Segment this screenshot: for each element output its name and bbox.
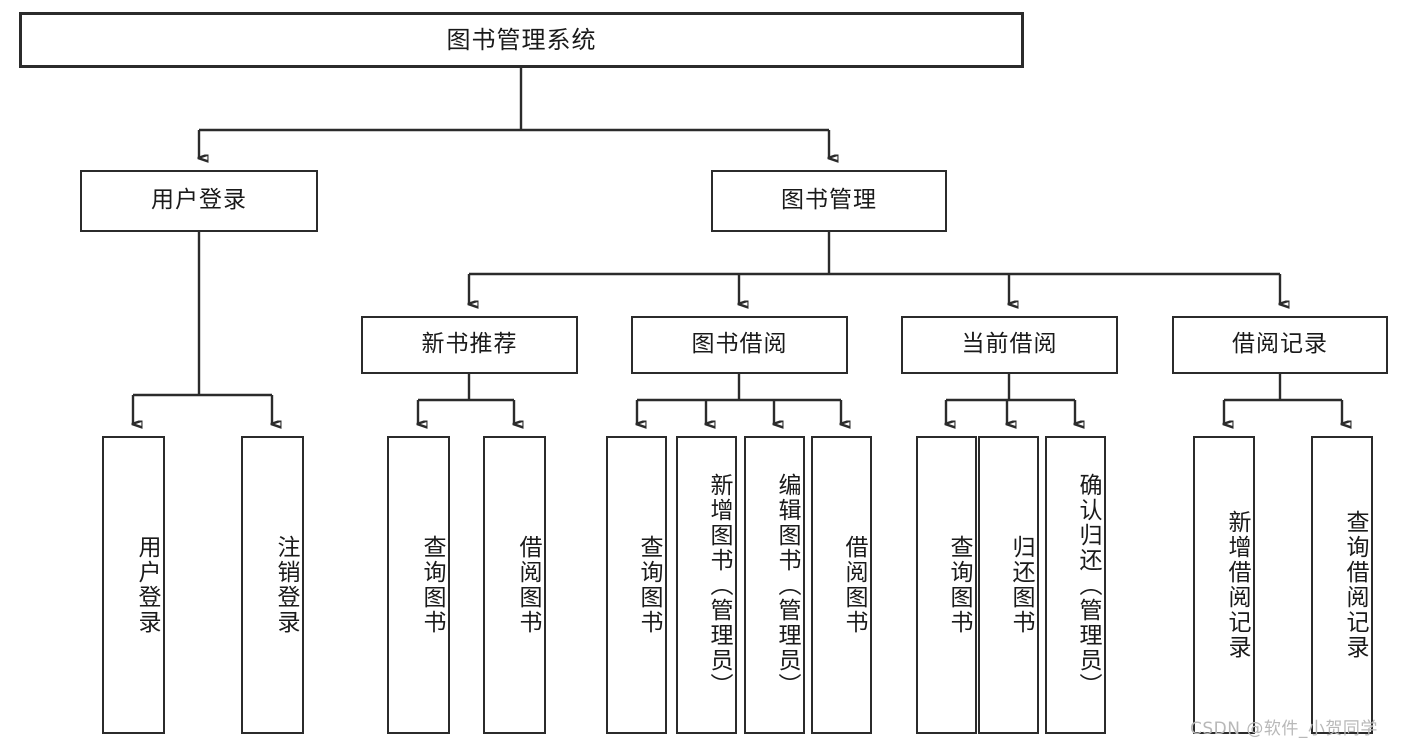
leaf-record-add-borrow-record[interactable]: 新增借阅记录: [1193, 436, 1255, 734]
node-label: 新增借阅记录: [1224, 510, 1250, 660]
leaf-new-book-borrow[interactable]: 借阅图书: [483, 436, 546, 734]
node-label: 查询图书: [946, 535, 972, 635]
leaf-current-return-book[interactable]: 归还图书: [978, 436, 1039, 734]
leaf-borrow-borrow-book[interactable]: 借阅图书: [811, 436, 872, 734]
node-label: 注销登录: [273, 535, 299, 635]
node-label: 用户登录: [134, 535, 160, 635]
watermark-text: CSDN @软件_小贺同学: [1190, 719, 1378, 739]
node-label: 图书管理系统: [446, 25, 597, 54]
leaf-new-book-query[interactable]: 查询图书: [387, 436, 450, 734]
node-label: 新书推荐: [421, 331, 518, 358]
node-label: 图书管理: [781, 187, 877, 214]
node-label: 新增图书（管理员）: [706, 472, 732, 698]
node-root-system[interactable]: 图书管理系统: [19, 12, 1024, 68]
leaf-borrow-query-book[interactable]: 查询图书: [606, 436, 667, 734]
node-label: 确认归还（管理员）: [1075, 472, 1101, 698]
node-label: 借阅记录: [1232, 331, 1328, 358]
node-label: 查询借阅记录: [1342, 510, 1368, 660]
leaf-current-confirm-return-admin[interactable]: 确认归还（管理员）: [1045, 436, 1106, 734]
node-book-management[interactable]: 图书管理: [711, 170, 947, 232]
leaf-current-query-book[interactable]: 查询图书: [916, 436, 977, 734]
node-book-borrow[interactable]: 图书借阅: [631, 316, 848, 374]
node-label: 编辑图书（管理员）: [774, 472, 800, 698]
node-label: 图书借阅: [691, 331, 788, 358]
node-label: 查询图书: [419, 535, 445, 635]
leaf-record-query-borrow-record[interactable]: 查询借阅记录: [1311, 436, 1373, 734]
leaf-borrow-add-book-admin[interactable]: 新增图书（管理员）: [676, 436, 737, 734]
leaf-user-logout[interactable]: 注销登录: [241, 436, 304, 734]
node-label: 查询图书: [636, 535, 662, 635]
node-label: 当前借阅: [961, 331, 1058, 358]
node-label: 借阅图书: [515, 535, 541, 635]
node-label: 用户登录: [151, 187, 247, 214]
node-label: 归还图书: [1008, 535, 1034, 635]
node-new-book-recommend[interactable]: 新书推荐: [361, 316, 578, 374]
node-current-borrow[interactable]: 当前借阅: [901, 316, 1118, 374]
leaf-user-login[interactable]: 用户登录: [102, 436, 165, 734]
node-user-login[interactable]: 用户登录: [80, 170, 318, 232]
node-borrow-record[interactable]: 借阅记录: [1172, 316, 1388, 374]
leaf-borrow-edit-book-admin[interactable]: 编辑图书（管理员）: [744, 436, 805, 734]
node-label: 借阅图书: [841, 535, 867, 635]
